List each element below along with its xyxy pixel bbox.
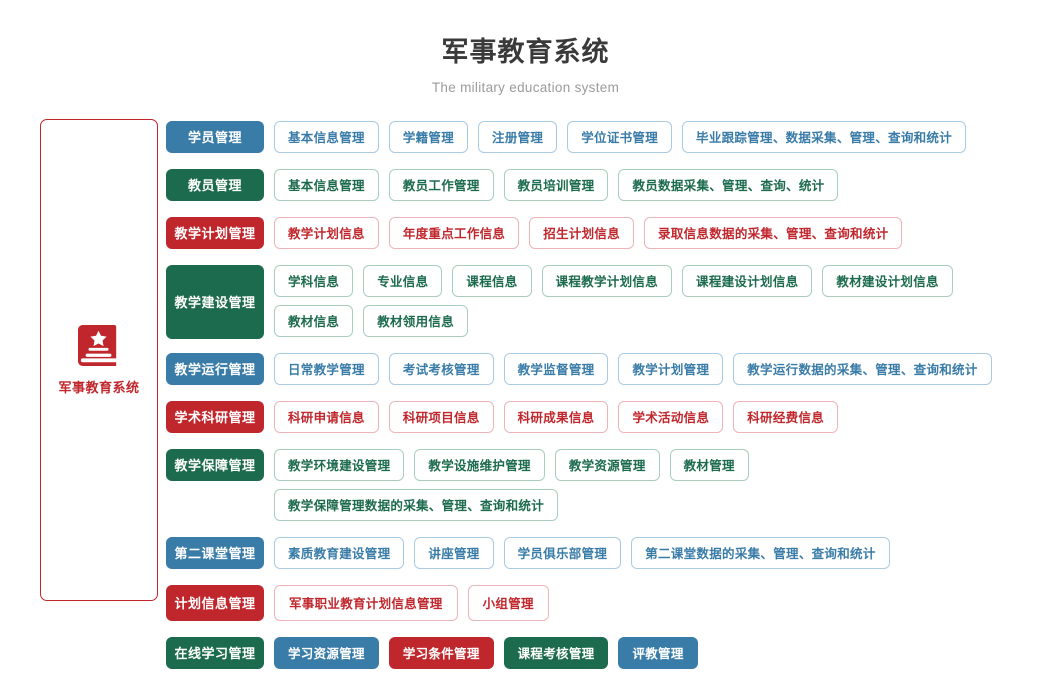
module-chip[interactable]: 招生计划信息: [529, 216, 635, 249]
module-chip[interactable]: 年度重点工作信息: [388, 216, 520, 249]
module-chip[interactable]: 基本信息管理: [274, 120, 379, 153]
category-label[interactable]: 学员管理: [166, 120, 264, 153]
category-children: 基本信息管理学籍管理注册管理学位证书管理毕业跟踪管理、数据采集、管理、查询和统计: [274, 120, 1051, 161]
module-chip[interactable]: 科研经费信息: [733, 400, 839, 433]
module-chip[interactable]: 教材信息: [274, 304, 354, 337]
module-row: 教学保障管理教学环境建设管理教学设施维护管理教学资源管理教材管理教学保障管理数据…: [166, 448, 1051, 529]
module-chip[interactable]: 日常教学管理: [274, 352, 379, 385]
module-chip[interactable]: 科研成果信息: [503, 400, 609, 433]
module-chip[interactable]: 学习条件管理: [388, 636, 494, 669]
page-header: 军事教育系统 The military education system: [0, 0, 1051, 95]
category-children: 日常教学管理考试考核管理教学监督管理教学计划管理教学运行数据的采集、管理、查询和…: [274, 352, 1051, 393]
module-chip[interactable]: 学籍管理: [388, 120, 469, 153]
module-chip[interactable]: 教材管理: [669, 448, 749, 481]
module-chip[interactable]: 课程考核管理: [503, 636, 609, 669]
module-chip[interactable]: 考试考核管理: [388, 352, 494, 385]
module-row: 学术科研管理科研申请信息科研项目信息科研成果信息学术活动信息科研经费信息: [166, 400, 1051, 441]
module-chip[interactable]: 教员工作管理: [388, 168, 494, 201]
system-root-card[interactable]: 军事教育系统: [40, 118, 158, 601]
module-row: 教学建设管理学科信息专业信息课程信息课程教学计划信息课程建设计划信息教材建设计划…: [166, 264, 1051, 345]
module-row: 在线学习管理学习资源管理学习条件管理课程考核管理评教管理: [166, 636, 1051, 677]
module-chip[interactable]: 讲座管理: [414, 536, 494, 569]
module-chip[interactable]: 教学计划管理: [618, 352, 724, 385]
module-chip[interactable]: 学习资源管理: [274, 636, 379, 669]
module-chip[interactable]: 课程建设计划信息: [682, 264, 813, 297]
module-row: 教学运行管理日常教学管理考试考核管理教学监督管理教学计划管理教学运行数据的采集、…: [166, 352, 1051, 393]
module-chip[interactable]: 教员培训管理: [503, 168, 609, 201]
module-chip[interactable]: 科研申请信息: [274, 400, 379, 433]
module-chip[interactable]: 学科信息: [274, 264, 354, 297]
category-children: 教学环境建设管理教学设施维护管理教学资源管理教材管理教学保障管理数据的采集、管理…: [274, 448, 1051, 529]
module-chip[interactable]: 注册管理: [478, 120, 558, 153]
category-label[interactable]: 教学建设管理: [166, 264, 264, 339]
module-chip[interactable]: 素质教育建设管理: [274, 536, 405, 569]
module-chip[interactable]: 教学保障管理数据的采集、管理、查询和统计: [274, 488, 559, 521]
module-chip[interactable]: 教学设施维护管理: [414, 448, 545, 481]
module-chip[interactable]: 毕业跟踪管理、数据采集、管理、查询和统计: [682, 120, 967, 153]
module-chip[interactable]: 教学环境建设管理: [274, 448, 405, 481]
category-label[interactable]: 第二课堂管理: [166, 536, 264, 569]
module-chip[interactable]: 评教管理: [618, 636, 698, 669]
category-label[interactable]: 计划信息管理: [166, 584, 264, 621]
module-chip[interactable]: 学术活动信息: [618, 400, 724, 433]
module-chip[interactable]: 教学运行数据的采集、管理、查询和统计: [733, 352, 992, 385]
category-label[interactable]: 学术科研管理: [166, 400, 264, 433]
module-chip[interactable]: 学员俱乐部管理: [503, 536, 622, 569]
module-row: 第二课堂管理素质教育建设管理讲座管理学员俱乐部管理第二课堂数据的采集、管理、查询…: [166, 536, 1051, 577]
category-children: 军事职业教育计划信息管理小组管理: [274, 584, 1051, 629]
module-chip[interactable]: 教材领用信息: [363, 304, 469, 337]
module-chip[interactable]: 课程教学计划信息: [541, 264, 673, 297]
category-children: 学科信息专业信息课程信息课程教学计划信息课程建设计划信息教材建设计划信息教材信息…: [274, 264, 1051, 345]
category-label[interactable]: 教员管理: [166, 168, 264, 201]
category-children: 基本信息管理教员工作管理教员培训管理教员数据采集、管理、查询、统计: [274, 168, 1051, 209]
module-chip[interactable]: 教学资源管理: [554, 448, 660, 481]
module-chip[interactable]: 教材建设计划信息: [822, 264, 953, 297]
module-chip[interactable]: 教学监督管理: [503, 352, 609, 385]
module-chip[interactable]: 第二课堂数据的采集、管理、查询和统计: [631, 536, 890, 569]
category-children: 教学计划信息年度重点工作信息招生计划信息录取信息数据的采集、管理、查询和统计: [274, 216, 1051, 257]
category-children: 科研申请信息科研项目信息科研成果信息学术活动信息科研经费信息: [274, 400, 1051, 441]
page-title: 军事教育系统: [441, 37, 610, 67]
module-row: 教员管理基本信息管理教员工作管理教员培训管理教员数据采集、管理、查询、统计: [166, 168, 1051, 209]
page-subtitle: The military education system: [431, 79, 620, 95]
module-chip[interactable]: 学位证书管理: [567, 120, 673, 153]
module-chip[interactable]: 军事职业教育计划信息管理: [274, 584, 458, 621]
module-tree: 学员管理基本信息管理学籍管理注册管理学位证书管理毕业跟踪管理、数据采集、管理、查…: [158, 119, 1051, 685]
system-root-label: 军事教育系统: [58, 379, 140, 395]
category-label[interactable]: 在线学习管理: [166, 636, 264, 669]
module-row: 计划信息管理军事职业教育计划信息管理小组管理: [166, 584, 1051, 629]
module-row: 学员管理基本信息管理学籍管理注册管理学位证书管理毕业跟踪管理、数据采集、管理、查…: [166, 120, 1051, 161]
category-label[interactable]: 教学计划管理: [166, 216, 264, 249]
module-chip[interactable]: 教学计划信息: [274, 216, 379, 249]
module-chip[interactable]: 专业信息: [363, 264, 443, 297]
page-body: 军事教育系统 学员管理基本信息管理学籍管理注册管理学位证书管理毕业跟踪管理、数据…: [0, 95, 1051, 685]
category-children: 素质教育建设管理讲座管理学员俱乐部管理第二课堂数据的采集、管理、查询和统计: [274, 536, 1051, 577]
module-row: 教学计划管理教学计划信息年度重点工作信息招生计划信息录取信息数据的采集、管理、查…: [166, 216, 1051, 257]
module-chip[interactable]: 录取信息数据的采集、管理、查询和统计: [644, 216, 903, 249]
military-book-icon: [78, 324, 120, 368]
module-chip[interactable]: 小组管理: [467, 584, 549, 621]
category-label[interactable]: 教学保障管理: [166, 448, 264, 481]
module-chip[interactable]: 课程信息: [452, 264, 532, 297]
module-chip[interactable]: 科研项目信息: [388, 400, 494, 433]
module-chip[interactable]: 基本信息管理: [274, 168, 379, 201]
category-label[interactable]: 教学运行管理: [166, 352, 264, 385]
category-children: 学习资源管理学习条件管理课程考核管理评教管理: [274, 636, 1051, 677]
module-chip[interactable]: 教员数据采集、管理、查询、统计: [618, 168, 839, 201]
